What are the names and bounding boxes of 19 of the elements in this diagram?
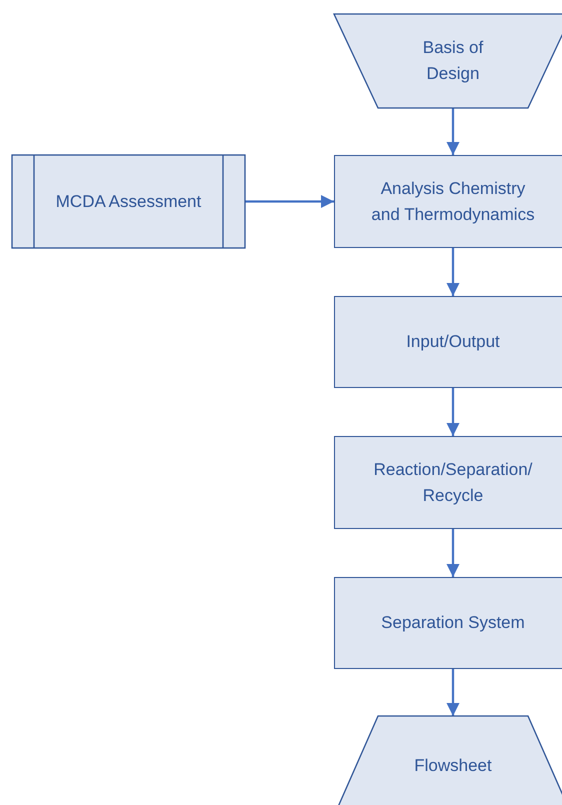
arrow: [446, 529, 460, 577]
arrow: [446, 388, 460, 436]
arrow: [446, 108, 460, 155]
subprocess-box: [12, 155, 245, 248]
box-label: Flowsheet: [414, 755, 492, 777]
process-box: [334, 155, 562, 248]
trapezoid-box: [334, 14, 562, 108]
process-box: [334, 577, 562, 669]
box-label: Basis of Design: [422, 37, 484, 85]
box-label: Reaction/Separation/ Recycle: [372, 458, 534, 506]
process-box: [334, 436, 562, 529]
process-box: [334, 296, 562, 388]
box-label: Separation System: [381, 612, 525, 634]
arrow: [245, 194, 334, 208]
box-label: Input/Output: [406, 331, 500, 353]
arrow: [446, 669, 460, 716]
box-label: Analysis Chemistry and Thermodynamics: [370, 178, 536, 226]
arrow: [446, 248, 460, 296]
box-label: MCDA Assessment: [56, 190, 202, 212]
